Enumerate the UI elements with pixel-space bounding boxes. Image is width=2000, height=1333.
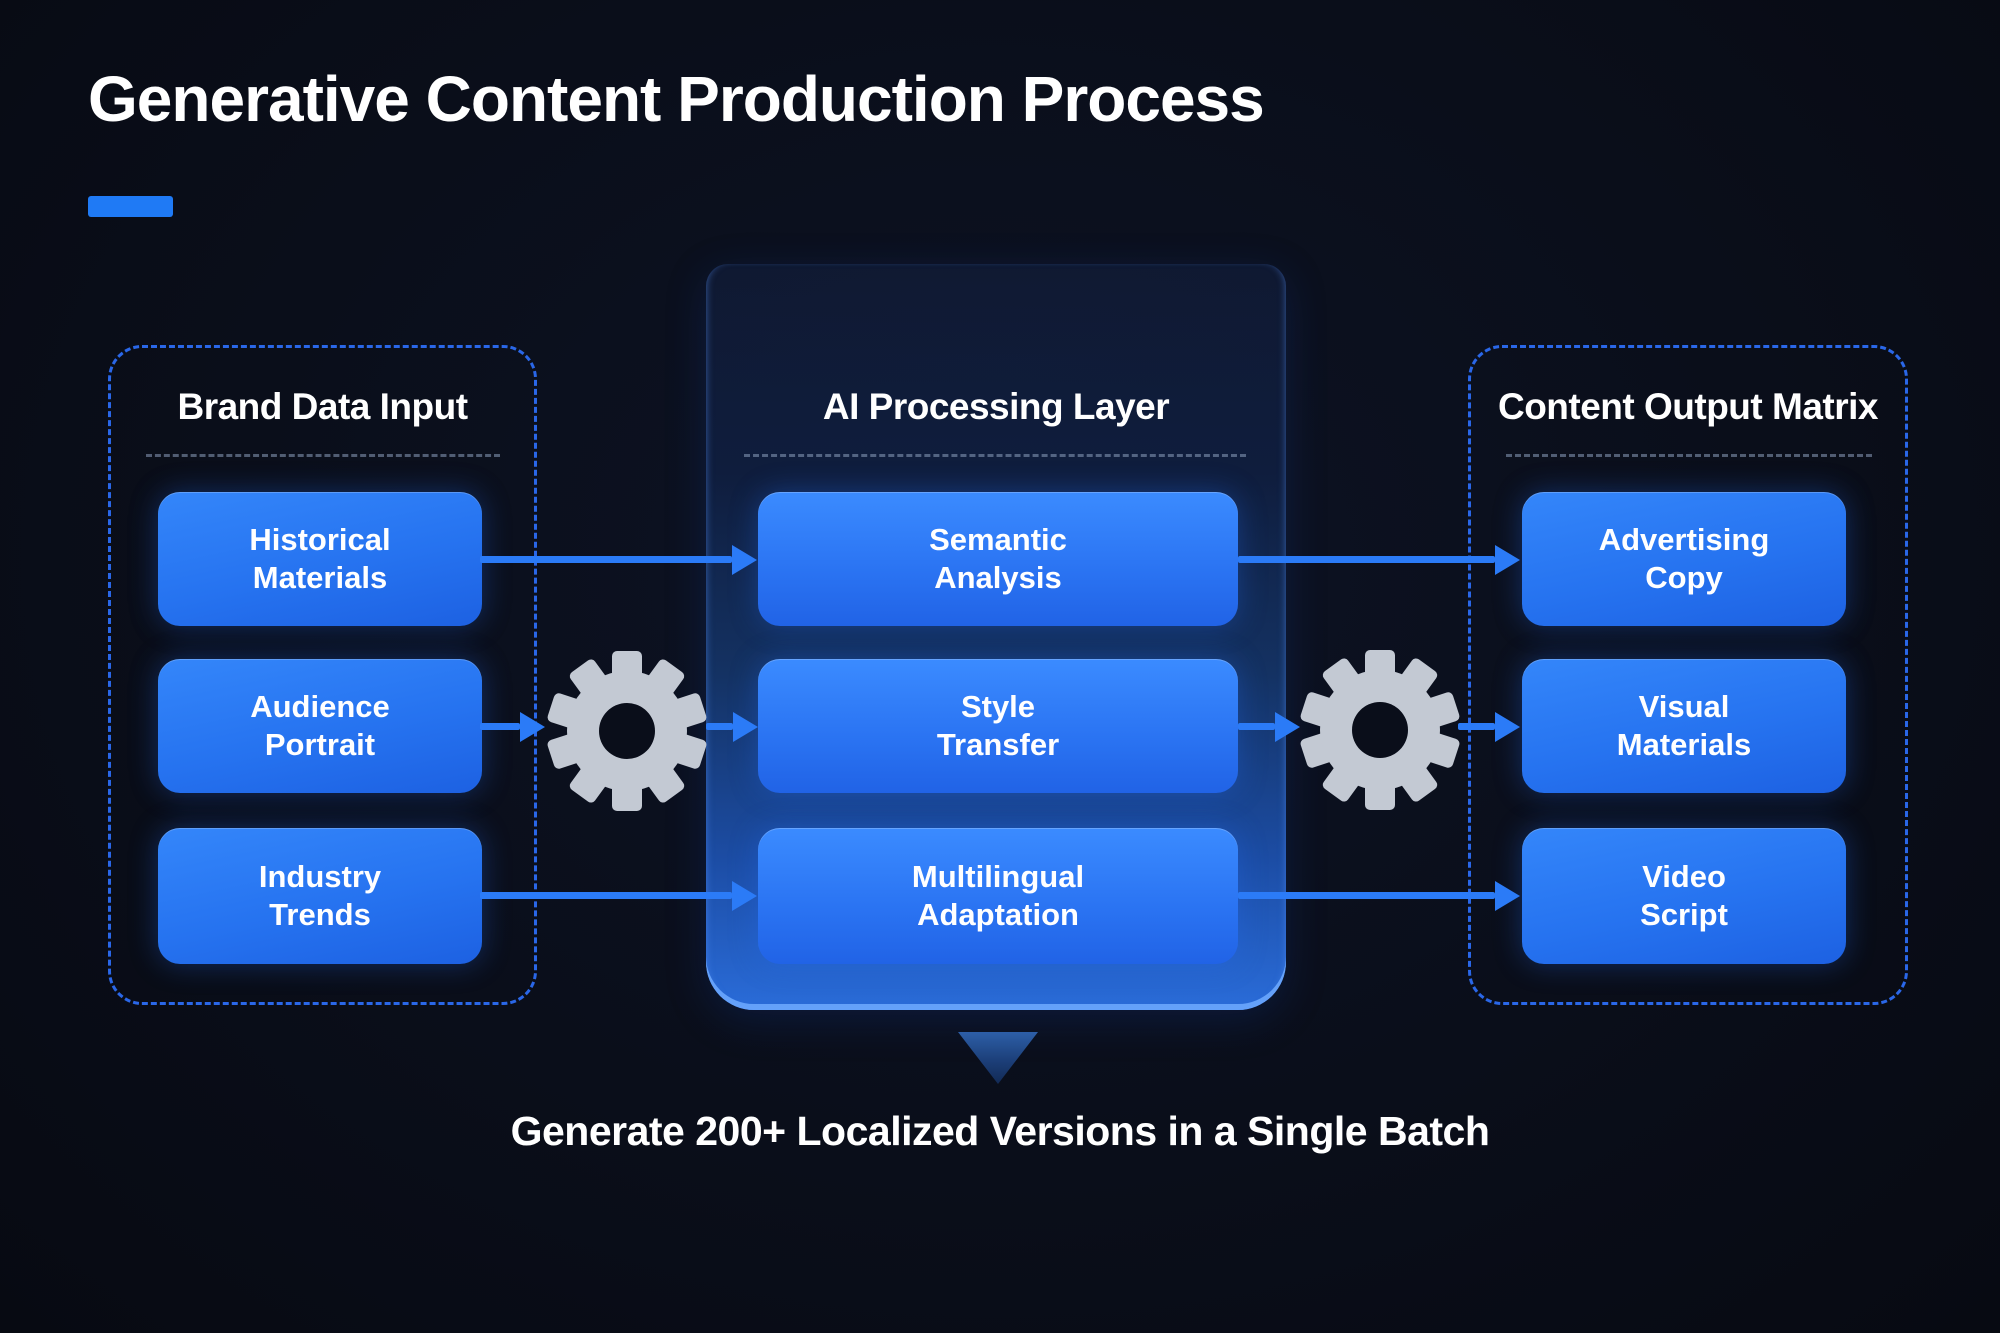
arrow-right-icon	[1495, 544, 1520, 575]
node-semantic-analysis: Semantic Analysis	[758, 492, 1238, 626]
gear-icon	[1300, 650, 1460, 810]
arrow-right-icon	[1275, 711, 1300, 742]
node-label-line: Historical	[249, 521, 391, 557]
flow-arrow	[1238, 711, 1300, 742]
flow-arrow	[480, 544, 757, 575]
flow-arrow	[480, 711, 545, 742]
bottom-caption: Generate 200+ Localized Versions in a Si…	[510, 1108, 1490, 1154]
flow-arrow	[706, 711, 758, 742]
content-output-matrix-group	[1468, 345, 1908, 1005]
arrow-right-icon	[733, 711, 758, 742]
node-label-line: Trends	[269, 897, 371, 932]
column-title-processing: AI Processing Layer	[822, 386, 1170, 427]
node-video-script: Video Script	[1522, 828, 1846, 964]
node-label-line: Video	[1642, 858, 1726, 894]
gear-icon	[547, 651, 707, 811]
node-label-line: Materials	[252, 560, 388, 595]
node-label-line: Multilingual	[911, 858, 1085, 894]
separator-output	[1506, 454, 1872, 457]
flow-arrow	[1238, 880, 1520, 911]
arrow-right-icon	[520, 711, 545, 742]
node-multilingual-adaptation: Multilingual Adaptation	[758, 828, 1238, 964]
node-industry-trends: Industry Trends	[158, 828, 482, 964]
separator-input	[146, 454, 500, 457]
node-label-line: Materials	[1616, 727, 1752, 762]
node-label-line: Advertising	[1598, 521, 1770, 557]
node-label-line: Portrait	[264, 727, 376, 762]
node-visual-materials: Visual Materials	[1522, 659, 1846, 793]
node-label-line: Copy	[1645, 560, 1723, 595]
node-label-line: Audience	[250, 688, 390, 724]
node-label-line: Transfer	[936, 727, 1060, 762]
arrow-right-icon	[1495, 880, 1520, 911]
flow-arrow	[1238, 544, 1520, 575]
node-label-line: Industry	[258, 858, 382, 894]
node-label-line: Style	[960, 688, 1036, 724]
node-audience-portrait: Audience Portrait	[158, 659, 482, 793]
node-label-line: Adaptation	[917, 897, 1079, 932]
node-historical-materials: Historical Materials	[158, 492, 482, 626]
node-style-transfer: Style Transfer	[758, 659, 1238, 793]
arrow-right-icon	[732, 544, 757, 575]
node-label-line: Analysis	[934, 560, 1062, 595]
title-accent-bar	[88, 196, 173, 217]
page-title: Generative Content Production Process	[88, 63, 1265, 135]
node-label-line: Visual	[1638, 688, 1730, 724]
column-title-input: Brand Data Input	[177, 386, 468, 427]
brand-data-input-group	[108, 345, 537, 1005]
node-label-line: Script	[1640, 897, 1728, 932]
node-advertising-copy: Advertising Copy	[1522, 492, 1846, 626]
column-title-output: Content Output Matrix	[1497, 386, 1879, 427]
flow-arrow	[480, 880, 757, 911]
separator-processing	[744, 454, 1246, 457]
flow-arrow	[1458, 711, 1520, 742]
arrow-right-icon	[1495, 711, 1520, 742]
triangle-down-icon	[958, 1032, 1038, 1084]
arrow-right-icon	[732, 880, 757, 911]
node-label-line: Semantic	[929, 521, 1067, 557]
